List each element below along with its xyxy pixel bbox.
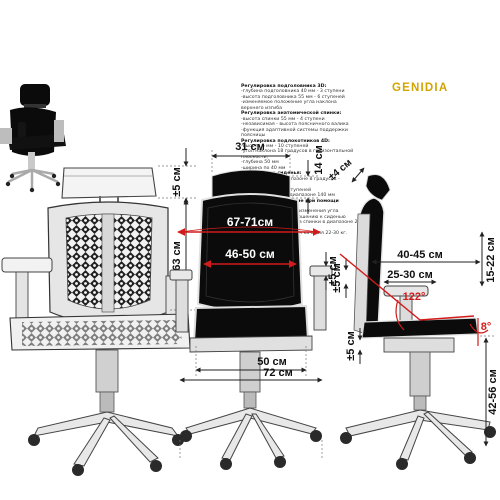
headrest-depth-label: ±4 см [327, 157, 355, 183]
spec-armrest-title: Регулировка подлокотников 4D: [241, 138, 330, 144]
back-view-chair [1, 167, 191, 476]
spec-line: -изменяемое положение угла наклона [241, 100, 337, 106]
recline-angle-label: 122° [403, 291, 426, 303]
spec-line: -высота спинки 55 мм - 4 ступени [241, 116, 325, 122]
spec-line: -независимая - высота поясничного валика [241, 122, 349, 128]
seat-width-label: 50 см [257, 356, 287, 368]
spec-line: -угол наклона 18 градусов в горизонтальн… [241, 149, 354, 155]
spec-line: -высота подголовника 55 мм - 6 ступеней [241, 94, 345, 100]
front-view-chair [169, 169, 333, 470]
genidia-logo: GENIDIA [392, 82, 449, 94]
spec-line: поясницы [241, 133, 266, 139]
back-headrest-travel-label: ±5 см [171, 167, 183, 196]
spec-line: -глубина 50 мм [241, 160, 279, 166]
thumbnail-chair [0, 84, 66, 193]
spec-line: -глубина подголовника 40 мм - 3 ступени [241, 89, 345, 95]
headrest-height-label: 14 см [313, 145, 325, 175]
back-width-upper-label: 67-71см [227, 215, 273, 229]
seat-depth-range-label: 40-45 см [397, 249, 442, 261]
back-width-lower-label: 46-50 см [225, 247, 275, 261]
spec-line: -высота 5 мм - 10 ступеней [241, 143, 309, 149]
seat-tilt-angle-label: 8° [481, 321, 492, 333]
front-view-dimensions: 31 см 14 см 67-71см 46-50 см ±5 см 50 см… [177, 141, 339, 460]
spec-line: -ширина по 40 мм [241, 165, 286, 171]
spec-line: верхнего изгиба [241, 105, 282, 111]
spec-lumbar-title: Регулировка анатомической спинки: [241, 111, 342, 117]
back-height-label: 63 см [171, 241, 183, 271]
spec-headrest-title: Регулировка подголовника 3D: [241, 84, 327, 89]
lumbar-height-label: ±5 см [331, 263, 343, 292]
armrest-travel-label: ±5 см [327, 256, 339, 285]
side-view-dimensions: ±4 см ±5 см 40-45 см 25-30 см 122° 8° 15… [327, 157, 499, 447]
seat-height-label: 42-56 см [487, 369, 499, 414]
spec-line: -фиксация угла наклона спинки в диапазон… [241, 220, 361, 226]
base-width-label: 72 см [263, 367, 293, 379]
spec-line: -функция адаптивной системы поддержки [241, 127, 348, 133]
armrest-depth-label: 25-30 см [387, 269, 432, 281]
side-view-chair [340, 174, 496, 470]
headrest-width-label: 31 см [235, 141, 265, 153]
armrest-height-range-label: 15-22 см [485, 237, 497, 282]
seat-height-travel-label: ±5 см [345, 331, 357, 360]
